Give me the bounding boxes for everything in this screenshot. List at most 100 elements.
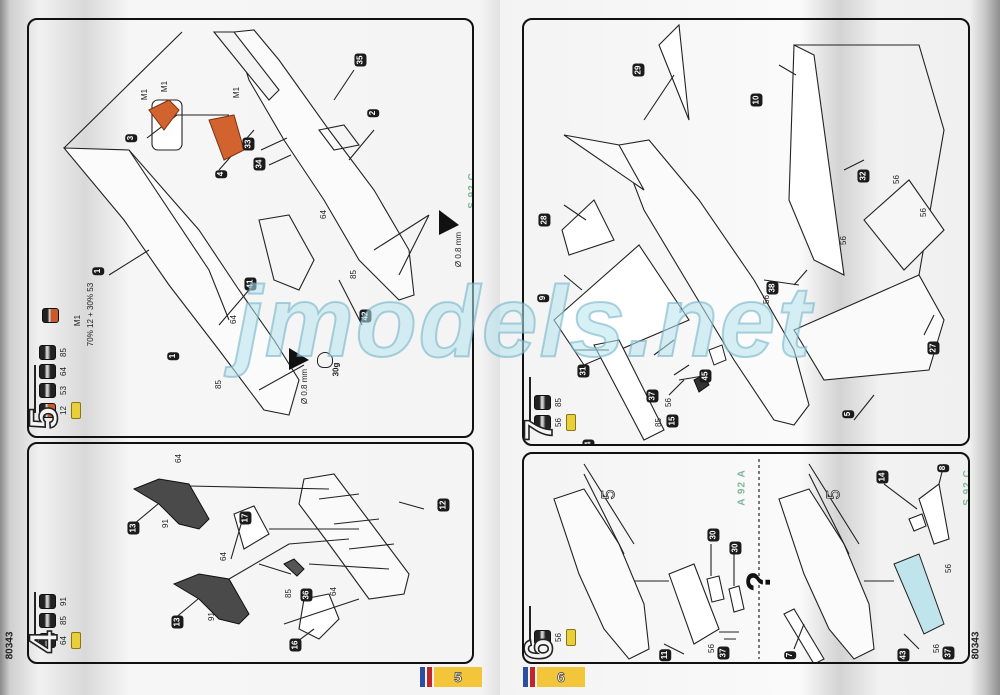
callout-64-b: 64 [228,315,238,324]
step-number-4: 4 [29,630,67,654]
glue-tube-icon [565,629,576,646]
part-tag-30-b: 30 [729,541,742,555]
callout-85-b: 85 [213,380,223,389]
drill-size-label-2: Ø 0.8 mm [300,368,310,405]
part-28-tail [561,199,615,256]
mix-code: M1 [73,314,83,327]
part-tag-5: 5 [842,409,855,419]
part-tag-31: 31 [577,364,590,378]
paint-item: 85 [39,613,81,628]
ref-step-right: 5 [823,489,844,500]
control-panel-16 [298,593,340,640]
part-tag-43: 43 [897,648,910,662]
part-14 [908,513,927,532]
part-tag-37-right: 37 [942,646,955,660]
paint-pot-icon [534,395,551,410]
callout-56-a: 56 [761,295,771,304]
part-tag-38: 38 [766,281,779,295]
step-6-paint-legend: 56 [534,629,576,646]
warning-triangle-icon-2 [289,348,309,370]
paint-item: 91 [39,594,81,609]
step-4-drawing [132,473,425,645]
paint-pot-icon [39,364,56,379]
part-tag-2: 2 [367,108,380,118]
part-tag-1: 1 [92,266,105,276]
callout-56-d: 56 [838,236,848,245]
part-tag-30-a: 30 [707,528,720,542]
fuselage [618,139,810,426]
mix-paint-pot [42,308,59,323]
cockpit-tub [258,214,315,291]
callout-91-seat-b: 91 [206,612,216,621]
part-tag-15: 15 [666,414,679,428]
part-tag-4: 4 [215,169,228,179]
paint-item: 56 [534,414,576,431]
part-tag-14: 14 [876,470,889,484]
part-tag-27: 27 [927,341,940,355]
paint-pot-icon [534,630,551,645]
callout-85-a: 85 [653,418,663,427]
step-5-drawing [62,29,459,416]
step-number-7: 7 [524,418,562,442]
step-6-panel: ? A 92 A S 92 C 5 5 30 30 11 37 14 8 7 4… [522,452,970,664]
catalog-number-right: 80343 [970,631,982,660]
part-tag-13-b: 13 [171,615,184,629]
part-tag-13-a: 13 [127,521,140,535]
part-tag-16: 16 [289,638,302,652]
part-43-clear [893,553,945,635]
nose-right [778,488,875,660]
part-tag-11: 11 [659,648,672,662]
drill-size-label: Ø 0.8 mm [454,231,464,268]
paint-pot-icon [39,403,56,418]
callout-64-seat-b: 64 [218,552,228,561]
variant-label-s92c: S 92 C [466,172,474,209]
step-7-paint-legend: 56 85 [534,395,576,431]
nose-left [553,488,650,660]
paint-pot-icon [39,594,56,609]
fuselage-half-1 [62,147,300,416]
paint-pot-icon [534,415,551,430]
seat-13-a [132,478,210,530]
part-tag-29: 29 [632,63,645,77]
warning-triangle-icon [439,210,459,235]
part-tag-44: 44 [582,439,595,444]
part-tag-34: 34 [253,157,266,171]
part-tag-9: 9 [537,293,550,303]
step-4-paint-legend: 64 85 91 [39,594,81,649]
glue-tube-icon [70,632,81,649]
paint-pot-icon [39,345,56,360]
part-27-wing [793,274,945,381]
callout-56-left: 56 [706,644,716,653]
seat-13-b [172,573,250,625]
step-6-drawing [553,459,950,662]
paint-item: 85 [534,395,576,410]
part-30-b [728,585,745,613]
part-tag-7: 7 [784,650,797,660]
paint-item: 53 [39,383,81,398]
step-number-6: 6 [524,637,562,661]
variant-label-right: S 92 C [961,469,970,506]
paint-pot-icon [39,613,56,628]
callout-m1-c: M1 [232,86,242,99]
part-tag-28: 28 [538,213,551,227]
ref-step-left: 5 [598,489,619,500]
callout-64-a: 64 [318,210,328,219]
part-tag-12: 12 [437,498,450,512]
part-tag-33: 33 [242,137,255,151]
page-number-badge-6: 6 [537,667,585,687]
choice-question-mark: ? [739,571,778,592]
brush-icon [529,377,531,425]
part-3-orange [148,99,180,131]
callout-m1-a: M1 [140,88,150,101]
page-number-badge-5: 5 [434,667,482,687]
weight-label: 30g [331,362,341,377]
part-tag-42: 42 [359,309,372,323]
part-7 [783,608,825,662]
callout-56-b: 56 [891,175,901,184]
part-tag-10: 10 [750,93,763,107]
part-tag-1b: 1 [167,351,180,361]
part-44-tank [593,339,665,441]
flag-stripe-blue [523,667,528,687]
step-5-panel: 3 4 33 34 35 2 41 42 1 1 M1 M1 M1 64 64 … [27,18,474,438]
fin [563,134,645,191]
